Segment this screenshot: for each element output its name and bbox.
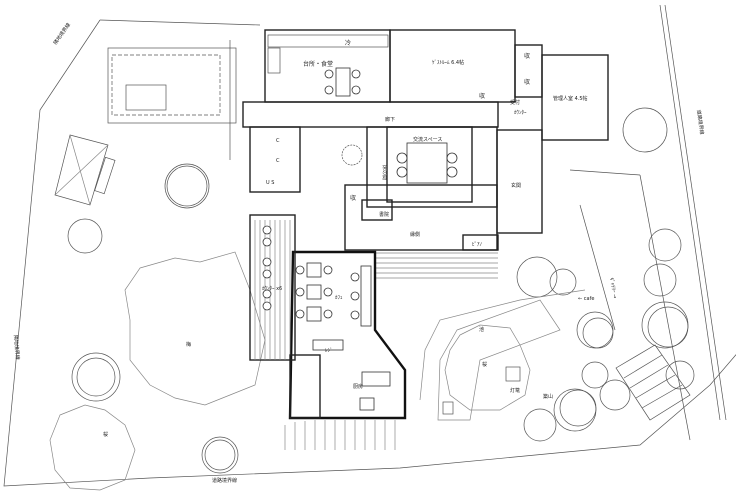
- label-kitchen: 厨房: [353, 383, 363, 390]
- label-road-boundary-right: 道路境界線: [695, 109, 705, 135]
- label-sakura: 桜: [103, 431, 108, 438]
- label-mound: 築山: [543, 393, 553, 400]
- label-exchange-space: 交流スペース: [413, 136, 442, 143]
- label-corridor: 廊下: [385, 116, 395, 123]
- label-storage: 収: [350, 195, 356, 202]
- label-gallery-arrow: ｷﾞｬﾗﾘｰ →: [608, 277, 619, 299]
- label-piano: ﾋﾟｱﾉ: [472, 241, 483, 248]
- label-toilet: C: [276, 138, 280, 144]
- label-tokonoma: 床の間: [381, 165, 388, 180]
- label-neighbor-boundary-left: 隣地境界線: [12, 335, 21, 361]
- label-engawa: 縁側: [410, 231, 420, 238]
- label-entrance: 玄関: [511, 182, 521, 189]
- label-shoin: 書院: [379, 211, 389, 218]
- label-cafe: ｶﾌｪ: [335, 295, 343, 301]
- pond: [419, 289, 586, 421]
- label-register: ﾚｼﾞ: [325, 347, 333, 354]
- label-lantern: 灯篭: [510, 387, 520, 394]
- label-guest-room: ｹﾞｽﾄﾙｰﾑ 6.4帖: [432, 59, 464, 66]
- label-us: U S: [266, 180, 274, 186]
- label-counter: ｶｳﾝﾀｰ: [514, 110, 527, 116]
- label-storage: 収: [524, 53, 530, 60]
- label-sakura: 桜: [482, 361, 487, 368]
- shed: [54, 134, 116, 206]
- label-toilet: C: [276, 158, 280, 164]
- building: [242, 29, 609, 450]
- label-fridge: 冷: [345, 39, 351, 47]
- label-neighbor-boundary-top: 隣地境界線: [52, 22, 72, 47]
- label-storage: 収: [524, 79, 530, 86]
- label-kitchen-dining: 台所・食堂: [303, 60, 333, 68]
- site-boundary: [3, 19, 736, 487]
- room-labels: 台所・食堂 冷 ｹﾞｽﾄﾙｰﾑ 6.4帖 収 収 収 収 管理人室 4.5帖 受…: [262, 39, 588, 390]
- trees: [49, 107, 695, 491]
- garden-stairs: [569, 169, 691, 441]
- carport: [107, 40, 237, 160]
- label-ume: 梅: [186, 341, 191, 348]
- label-storage: 収: [479, 93, 485, 100]
- label-pond: 池: [479, 326, 484, 333]
- label-road-boundary-bottom: 道路境界線: [212, 477, 237, 484]
- label-cafe-arrow: ← cafe: [578, 296, 594, 302]
- label-manager-room: 管理人室 4.5帖: [553, 95, 588, 102]
- label-cafe-counter: ｶｳﾝﾀｰ x6: [262, 286, 282, 292]
- label-reception: 受付: [510, 99, 520, 106]
